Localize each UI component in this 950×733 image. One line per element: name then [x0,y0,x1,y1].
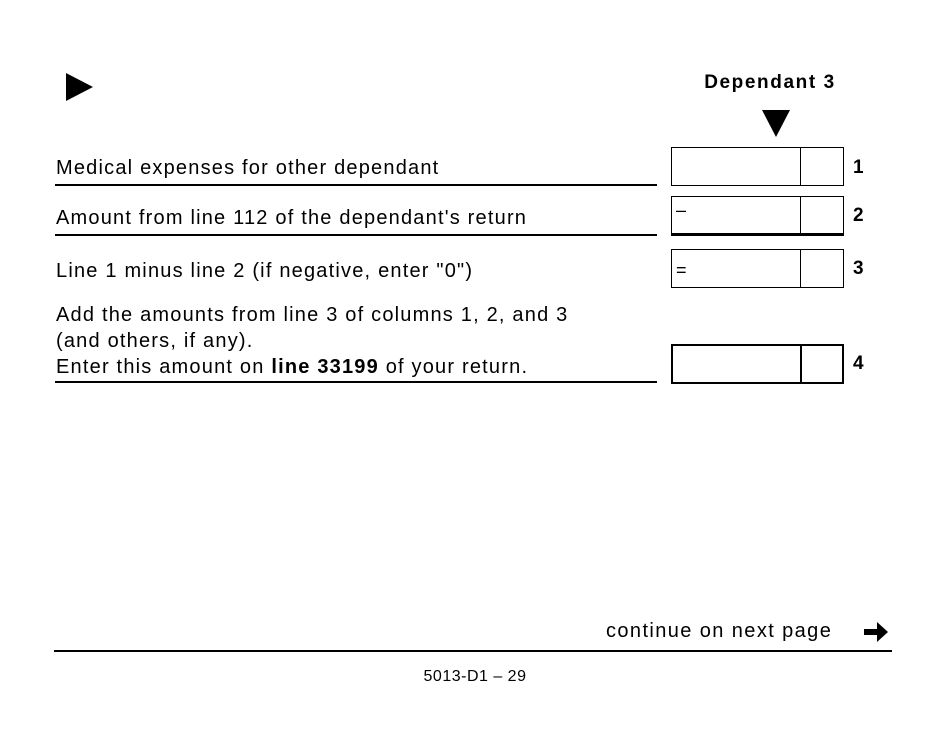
line-4-number: 4 [853,353,864,374]
line-1-amount-box[interactable] [671,147,844,186]
line-2-label: Amount from line 112 of the dependant's … [56,207,528,229]
footer-rule [54,650,892,652]
continue-on-next-page-text: continue on next page [606,620,833,642]
line-4-label-prefix: Enter this amount on [56,356,272,378]
line-3-label: Line 1 minus line 2 (if negative, enter … [56,260,474,282]
line-2-cents-cell[interactable] [800,197,843,233]
line-4-underline [55,381,657,383]
line-4-cents-cell[interactable] [800,346,844,382]
line-4-dollars-input[interactable] [673,346,800,382]
line-2-underline [55,234,657,236]
line-1-cents-cell[interactable] [800,148,843,185]
line-3-number: 3 [853,258,864,279]
page-number: 5013-D1 – 29 [423,668,527,685]
line-2-cents-input[interactable] [801,197,843,233]
line-4-cents-input[interactable] [802,346,844,382]
section-marker-right-triangle-icon [66,73,93,101]
arrow-right-icon [864,622,888,642]
column-header-dependant-3: Dependant 3 [704,72,836,93]
line-4-label-suffix: of your return. [378,356,529,378]
line-2-amount-box[interactable]: – [671,196,844,236]
line-4-label-line-2: (and others, if any). [56,330,254,352]
line-3-cents-input[interactable] [801,250,843,287]
line-33199-reference: line 33199 [271,356,379,378]
line-3-dollars-input[interactable] [690,250,800,287]
equals-sign: = [676,260,687,280]
line-1-cents-input[interactable] [801,148,843,185]
line-4-label-line-1: Add the amounts from line 3 of columns 1… [56,304,569,326]
line-3-amount-box[interactable]: = [671,249,844,288]
minus-sign: – [676,200,687,220]
line-1-underline [55,184,657,186]
line-2-number: 2 [853,205,864,226]
line-1-label: Medical expenses for other dependant [56,157,440,179]
line-4-amount-box[interactable] [671,344,844,384]
line-1-dollars-input[interactable] [672,148,800,185]
line-3-cents-cell[interactable] [800,250,843,287]
line-4-label-line-3: Enter this amount on line 33199 of your … [56,354,528,380]
column-marker-down-triangle-icon [762,110,790,137]
line-2-dollars-input[interactable] [690,197,800,233]
line-1-number: 1 [853,157,864,178]
